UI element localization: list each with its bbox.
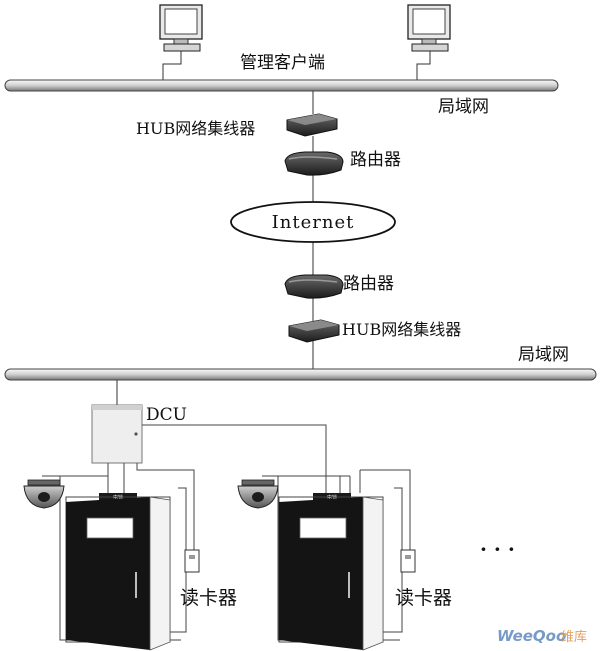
door-icon: 电锁 bbox=[278, 493, 384, 651]
lan-bus-top bbox=[4, 79, 559, 92]
dome-camera-icon bbox=[23, 479, 65, 509]
internet-cloud bbox=[230, 201, 396, 243]
dcu-cabinet-icon bbox=[91, 404, 143, 464]
hub-icon bbox=[286, 113, 338, 137]
watermark-brand: WeeQoo bbox=[497, 627, 566, 645]
watermark: WeeQoo 维库 bbox=[497, 627, 587, 645]
watermark-suffix: 维库 bbox=[561, 629, 587, 645]
card-reader-icon bbox=[184, 549, 200, 573]
router-icon bbox=[284, 151, 344, 176]
lan-bottom-label: 局域网 bbox=[518, 345, 569, 365]
management-client-label: 管理客户端 bbox=[240, 53, 325, 73]
hub-top-label: HUB网络集线器 bbox=[136, 119, 255, 138]
lan-top-label: 局域网 bbox=[438, 97, 489, 117]
card-reader-2-label: 读卡器 bbox=[395, 587, 452, 609]
router-bottom-label: 路由器 bbox=[343, 274, 394, 294]
monitor-connections bbox=[162, 51, 431, 80]
router-top-label: 路由器 bbox=[350, 150, 401, 170]
ellipsis-more: · · · bbox=[480, 537, 515, 561]
monitor-icon bbox=[159, 4, 203, 52]
lan-bus-bottom bbox=[4, 368, 597, 381]
dome-camera-icon bbox=[237, 479, 279, 509]
card-reader-icon bbox=[400, 549, 416, 573]
internet-label: Internet bbox=[272, 212, 355, 233]
card-reader-1-label: 读卡器 bbox=[180, 587, 237, 609]
hub-bottom-label: HUB网络集线器 bbox=[342, 320, 461, 339]
hub-icon bbox=[288, 319, 340, 343]
dcu-label: DCU bbox=[146, 405, 187, 425]
door-icon: 电锁 bbox=[65, 493, 171, 651]
monitor-icon bbox=[407, 4, 451, 52]
router-icon bbox=[284, 274, 344, 299]
